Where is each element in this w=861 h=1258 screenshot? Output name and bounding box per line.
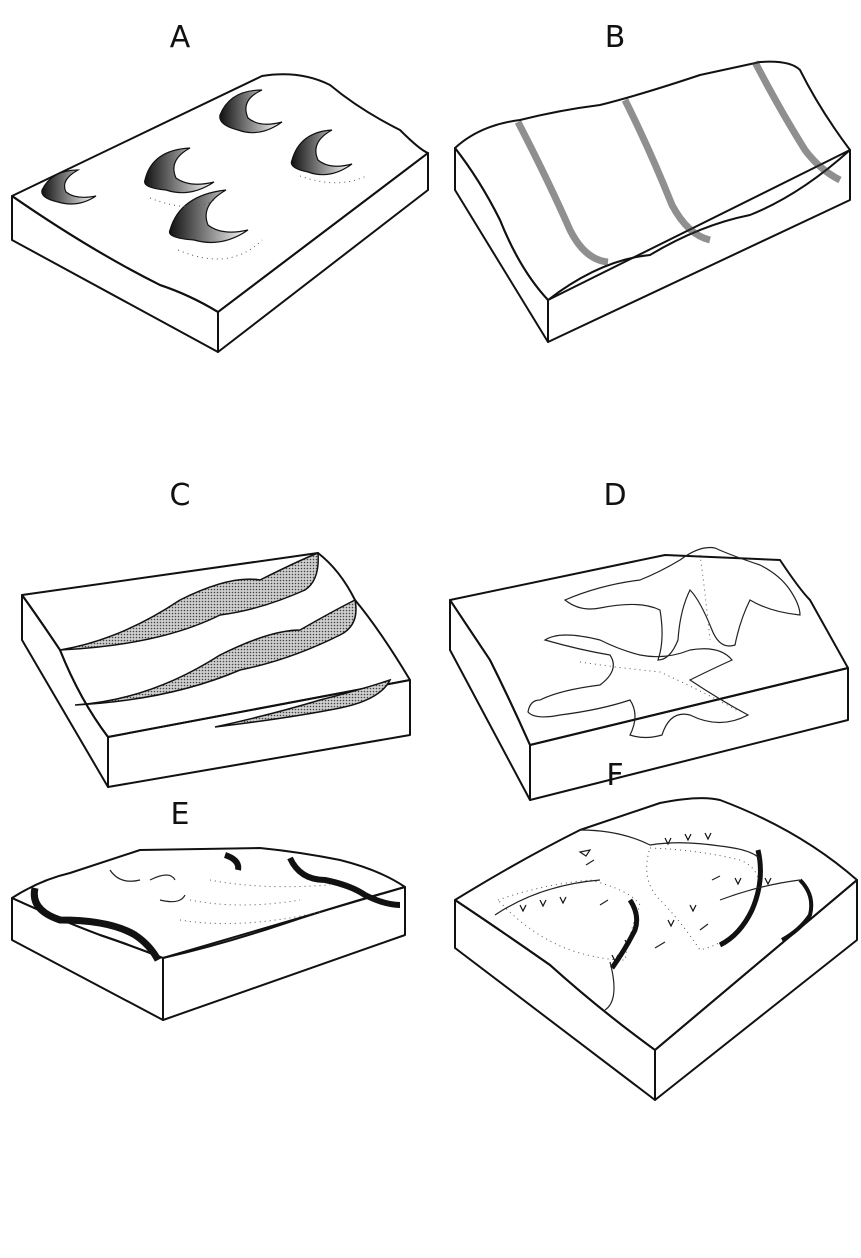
panel-label-c: C — [150, 478, 210, 513]
panel-f-block — [455, 798, 857, 1100]
panel-label-a: A — [150, 20, 210, 55]
panel-label-b: B — [585, 20, 645, 55]
panel-e-block — [12, 848, 405, 1020]
panel-label-f: F — [585, 758, 645, 793]
panel-label-d: D — [585, 478, 645, 513]
panel-a-block — [12, 74, 428, 352]
panel-label-e: E — [150, 797, 210, 832]
panel-c-block — [22, 553, 410, 787]
panel-b-block — [455, 62, 850, 342]
panel-d-block — [450, 548, 848, 801]
